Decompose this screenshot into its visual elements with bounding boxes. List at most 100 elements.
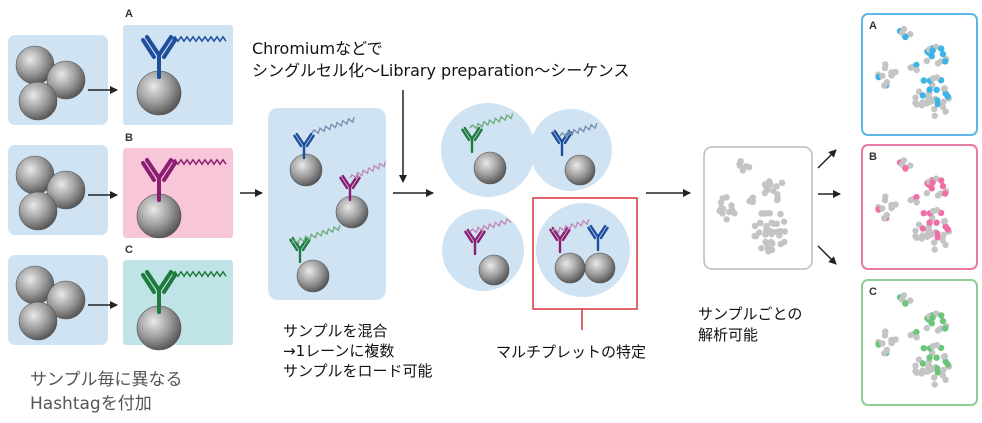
- barcode-strand-icon: [559, 122, 598, 138]
- highlighted-cell-dot: [939, 182, 947, 190]
- multiplet-highlight-box: [532, 197, 638, 310]
- cell-dot: [773, 183, 780, 190]
- cell-dot: [912, 227, 919, 234]
- cell-dot: [934, 60, 942, 67]
- multiplet-caption: マルチプレットの特定: [496, 343, 647, 361]
- cell-dot: [752, 232, 760, 240]
- highlighted-cell-dot: [926, 219, 933, 226]
- highlighted-cell-dot: [942, 90, 949, 97]
- cell-dot: [900, 25, 908, 33]
- barcode-strand-icon: [171, 158, 227, 166]
- highlighted-cell-dot: [942, 358, 949, 365]
- cell-dot: [881, 197, 889, 204]
- cell-dot: [931, 246, 938, 253]
- highlighted-cell-dot: [938, 45, 945, 52]
- cell-dot: [763, 222, 770, 230]
- highlighted-cell-dot: [920, 345, 927, 352]
- cell-dot: [888, 71, 896, 79]
- cell-dot: [923, 100, 931, 107]
- cell-dot: [767, 227, 774, 235]
- cell-icon: [18, 301, 58, 341]
- cell-dot: [768, 219, 775, 226]
- cell-dot: [737, 158, 744, 165]
- cell-dot: [888, 204, 896, 211]
- cell-dot: [923, 368, 931, 375]
- highlighted-cell-dot: [919, 360, 926, 367]
- cell-icon: [46, 60, 86, 100]
- cell-dot: [762, 231, 769, 238]
- cell-dot: [774, 194, 781, 202]
- cell-icon: [478, 254, 510, 286]
- cell-dot: [881, 64, 889, 72]
- cell-dot: [768, 246, 776, 254]
- highlighted-cell-dot: [902, 300, 909, 307]
- cell-dot: [776, 232, 783, 239]
- cell-dot: [913, 234, 920, 241]
- cell-dot: [923, 233, 931, 240]
- highlighted-cell-dot: [919, 92, 926, 99]
- cell-dot: [777, 240, 784, 248]
- cell-dot: [883, 346, 891, 354]
- cell-dot: [913, 334, 920, 341]
- antibody-icon: [141, 158, 177, 202]
- cell-icon: [18, 81, 58, 121]
- highlighted-cell-dot: [933, 86, 940, 94]
- cell-dot: [912, 94, 919, 101]
- highlighted-cell-dot: [920, 210, 927, 217]
- cell-icon: [296, 259, 330, 293]
- antibody-icon: [293, 132, 315, 160]
- highlighted-cell-dot: [928, 185, 935, 192]
- cell-dot: [907, 297, 914, 304]
- cell-dot: [883, 79, 891, 86]
- hashtag-a-label: A: [125, 8, 133, 20]
- cell-dot: [931, 374, 938, 381]
- cell-dot: [941, 218, 948, 225]
- cell-dot: [781, 228, 788, 235]
- cell-dot: [939, 237, 946, 244]
- cell-dot: [942, 108, 949, 115]
- highlighted-cell-dot: [942, 58, 949, 65]
- analysis-caption: サンプルごとの 解析可能: [698, 305, 803, 344]
- hashtag-b-label: B: [125, 132, 133, 144]
- highlighted-cell-dot: [942, 190, 949, 197]
- cell-dot: [918, 370, 925, 377]
- cell-icon: [584, 252, 616, 284]
- cell-dot: [769, 187, 777, 194]
- cell-dot: [912, 362, 919, 369]
- cell-dot: [900, 157, 908, 164]
- cell-dot: [745, 164, 753, 171]
- barcode-strand-icon: [469, 217, 512, 234]
- cell-dot: [751, 222, 759, 230]
- cell-dot: [931, 105, 938, 113]
- cell-dot: [767, 238, 775, 246]
- cell-dot: [923, 189, 930, 197]
- highlighted-cell-dot: [933, 97, 941, 104]
- cell-dot: [923, 57, 930, 65]
- arrow-to-result-a: [817, 149, 837, 169]
- result-c-panel: [861, 279, 978, 406]
- barcode-strand-icon: [349, 161, 387, 179]
- cell-dot: [881, 332, 889, 339]
- antibody-icon: [339, 174, 361, 202]
- highlighted-cell-dot: [926, 86, 933, 93]
- mixed-sample-box: [268, 108, 386, 300]
- mixing-caption: サンプルを混合 →1レーンに複数 サンプルをロード可能: [283, 322, 433, 380]
- barcode-strand-icon: [311, 116, 355, 135]
- cell-icon: [18, 191, 58, 231]
- cell-dot: [777, 210, 784, 218]
- highlighted-cell-dot: [928, 53, 935, 60]
- cell-dot: [940, 98, 947, 105]
- chromium-caption: Chromiumなどで シングルセル化～Library preparation～…: [252, 39, 630, 80]
- cell-dot: [940, 231, 947, 239]
- antibody-icon: [461, 126, 483, 154]
- result-b-label: B: [869, 151, 877, 163]
- barcode-strand-icon: [171, 270, 227, 278]
- cell-dot: [939, 372, 946, 379]
- cell-dot: [879, 340, 886, 347]
- antibody-icon: [464, 228, 486, 256]
- highlighted-cell-dot: [913, 61, 920, 69]
- antibody-icon: [289, 236, 311, 264]
- result-c-label: C: [869, 286, 877, 298]
- highlighted-cell-dot: [913, 328, 920, 336]
- antibody-icon: [141, 270, 177, 314]
